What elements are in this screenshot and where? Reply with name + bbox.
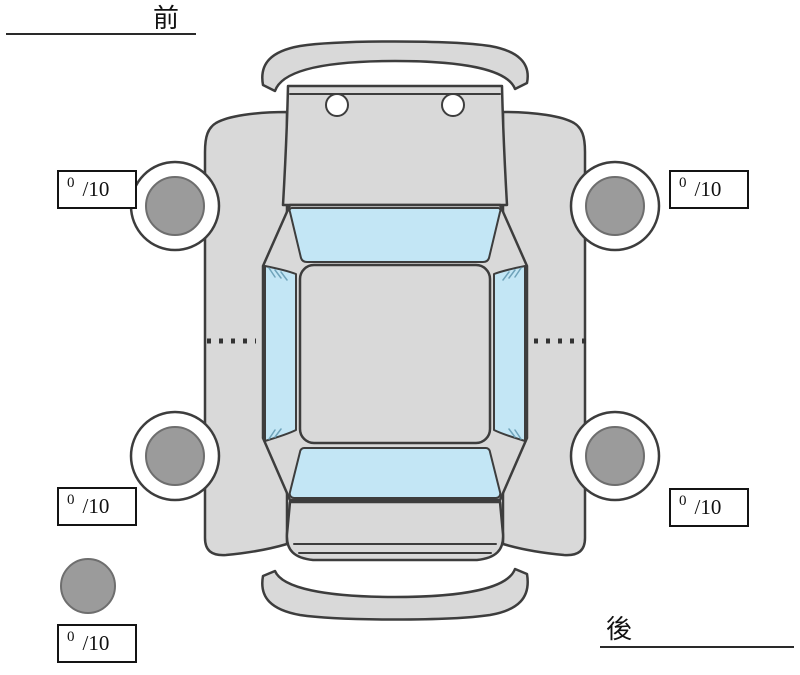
rear-label: 後 bbox=[606, 614, 633, 644]
rear-left-score-max: /10 bbox=[82, 494, 110, 518]
rear-right-score-value: 0 bbox=[679, 493, 687, 509]
spare-tire-icon bbox=[60, 558, 116, 614]
hood-detail-circle-right bbox=[441, 93, 465, 117]
left-window-glass bbox=[264, 265, 297, 442]
tire-front-left bbox=[145, 176, 205, 236]
left-window-trim-lines bbox=[268, 267, 288, 440]
right-window-trim-lines bbox=[502, 267, 522, 440]
windshield-glass bbox=[288, 207, 502, 263]
rear-left-score-value: 0 bbox=[67, 492, 75, 508]
front-label: 前 bbox=[153, 3, 180, 33]
spare-score-max: /10 bbox=[82, 631, 110, 655]
front-right-tire-score-box: 0 /10 bbox=[669, 170, 749, 209]
front-left-score-value: 0 bbox=[67, 175, 75, 191]
front-underline bbox=[6, 33, 196, 35]
hood-detail-circle-left bbox=[325, 93, 349, 117]
trunk-shape bbox=[285, 500, 505, 562]
spare-tire-score-box: 0 /10 bbox=[57, 624, 137, 663]
rear-bumper-shape bbox=[261, 567, 529, 621]
spare-score-value: 0 bbox=[67, 629, 75, 645]
rear-right-score-max: /10 bbox=[694, 495, 722, 519]
tire-rear-right bbox=[585, 426, 645, 486]
front-right-score-max: /10 bbox=[694, 177, 722, 201]
front-left-score-max: /10 bbox=[82, 177, 110, 201]
rear-window-glass bbox=[288, 447, 502, 499]
front-left-tire-score-box: 0 /10 bbox=[57, 170, 137, 209]
front-right-score-value: 0 bbox=[679, 175, 687, 191]
rear-left-tire-score-box: 0 /10 bbox=[57, 487, 137, 526]
rear-underline bbox=[600, 646, 794, 648]
trunk-lid-lines bbox=[293, 543, 497, 554]
roof-shape bbox=[298, 263, 492, 445]
tire-front-right bbox=[585, 176, 645, 236]
front-bumper-shape bbox=[261, 40, 529, 93]
right-window-glass bbox=[493, 265, 526, 442]
rear-right-tire-score-box: 0 /10 bbox=[669, 488, 749, 527]
tire-rear-left bbox=[145, 426, 205, 486]
hood-shape bbox=[281, 84, 509, 207]
